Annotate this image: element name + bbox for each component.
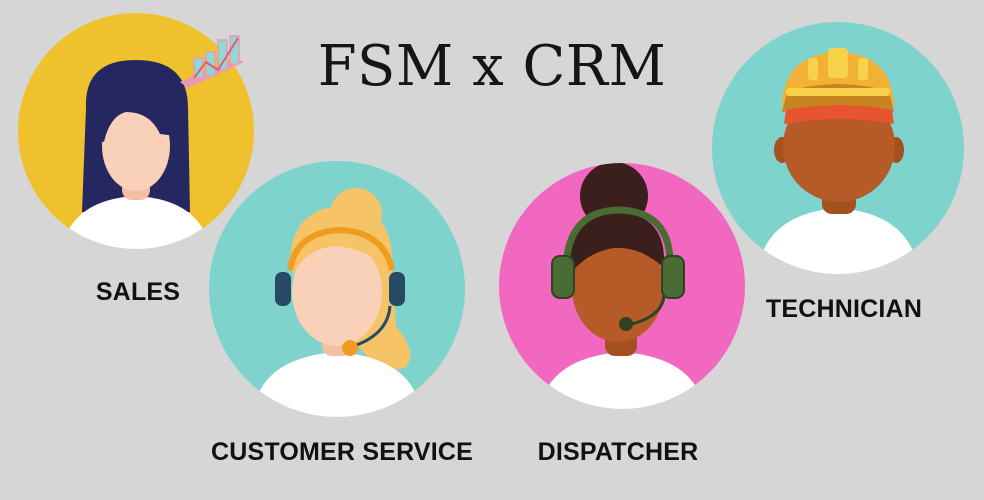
sales-avatar [18,13,254,249]
dispatcher-label: DISPATCHER [537,438,699,466]
headset-icon [551,206,685,331]
sales-label: SALES [95,278,181,306]
dispatcher-avatar [499,163,745,409]
hard-hat-icon [782,48,894,124]
customer-service-avatar [209,161,465,417]
technician-label: TECHNICIAN [765,295,923,323]
headset-icon [275,272,405,356]
technician-avatar [712,22,964,274]
customer-service-label: CUSTOMER SERVICE [210,438,474,466]
growth-chart-icon [180,35,244,88]
